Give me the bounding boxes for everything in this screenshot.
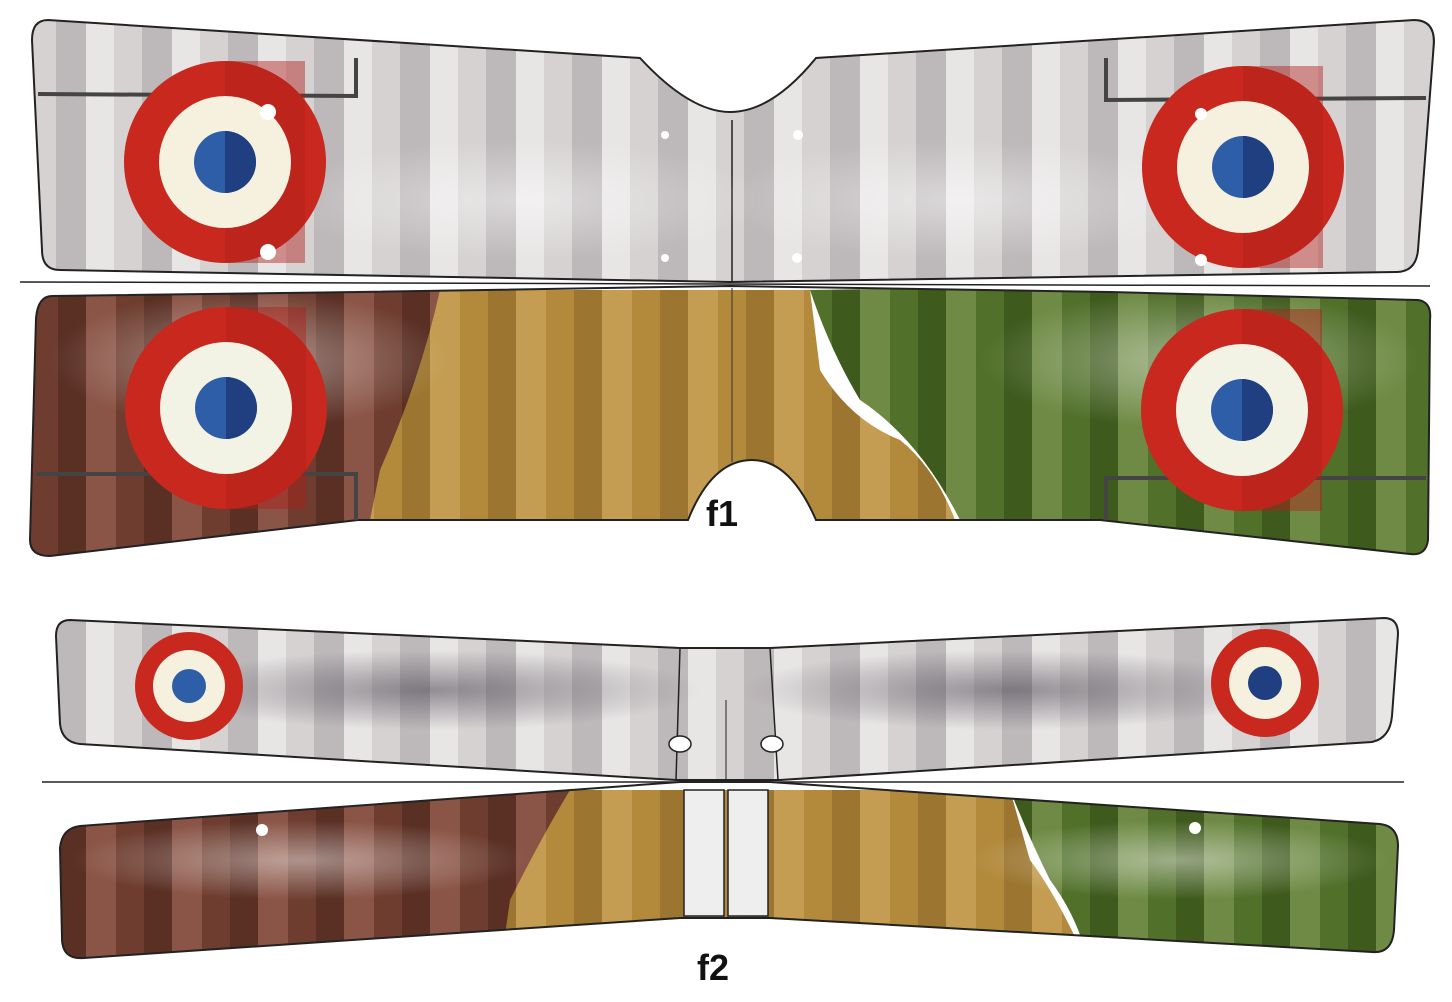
roundel [125, 307, 327, 509]
roundel [1141, 309, 1343, 511]
f2-lower-wing [58, 781, 1400, 960]
fold-line [19, 281, 1431, 287]
f1-upper-wing [30, 18, 1436, 284]
f1-lower-wing [28, 284, 1432, 558]
roundel [124, 61, 326, 263]
part-label-f1: f1 [706, 493, 739, 534]
roundel [1142, 66, 1344, 268]
roundel [1211, 629, 1319, 737]
roundel [135, 632, 243, 740]
part-label-f2: f2 [697, 947, 730, 988]
f2-upper-wing [54, 616, 1400, 781]
